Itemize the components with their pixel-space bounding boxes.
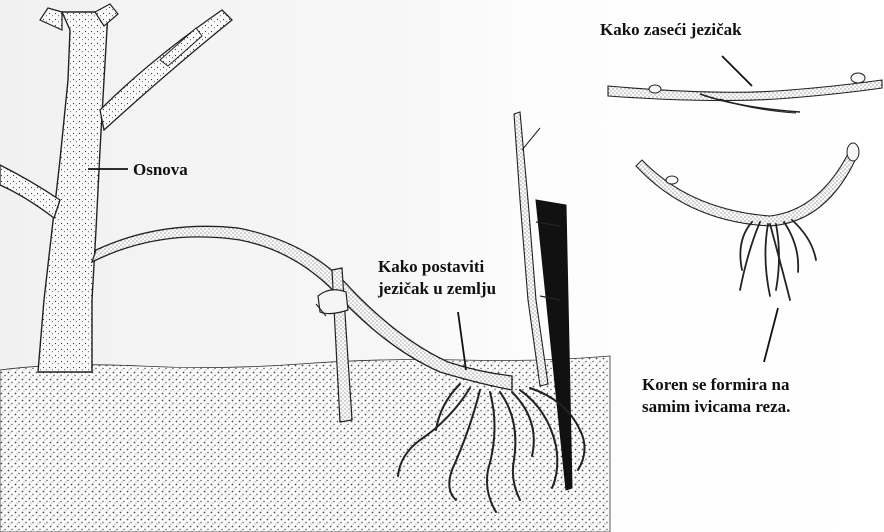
label-roots: Koren se formira na samim ivicama reza. <box>642 374 790 418</box>
pointer-roots <box>763 307 779 363</box>
inset-tongue-cut <box>607 72 883 114</box>
inset-root-formation <box>635 142 860 301</box>
roots-in-soil <box>397 383 586 513</box>
pointer-placement <box>457 311 467 371</box>
upright-shoot <box>513 111 573 491</box>
support-peg <box>315 267 353 423</box>
tree-trunk <box>0 3 233 373</box>
label-trunk: Osnova <box>133 160 188 179</box>
label-tongue-cut: Kako zaseći jezičak <box>600 20 742 39</box>
pointer-tongue-cut <box>721 55 753 87</box>
bent-branch <box>90 225 513 391</box>
label-roots-line-1: Koren se formira na <box>642 375 790 394</box>
label-placement-line-1: Kako postaviti <box>378 257 485 276</box>
label-placement-line-2: jezičak u zemlju <box>378 279 497 298</box>
label-roots-line-2: samim ivicama reza. <box>642 397 791 416</box>
label-placement: Kako postaviti jezičak u zemlju <box>378 256 496 300</box>
